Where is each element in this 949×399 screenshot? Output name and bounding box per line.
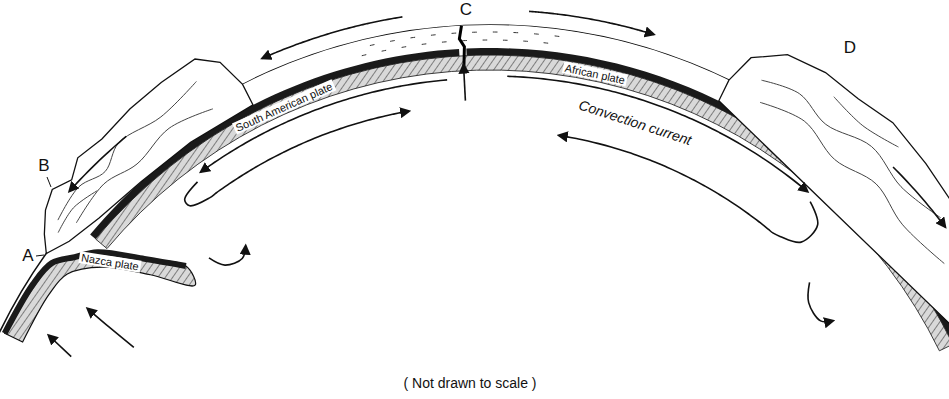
water-mark [410, 37, 415, 39]
water-mark [422, 43, 427, 45]
water-mark [390, 40, 395, 42]
water-mark [362, 55, 366, 56]
motion-arrow [49, 335, 72, 356]
caption: ( Not drawn to scale ) [403, 376, 536, 391]
continent [44, 59, 253, 253]
plate-name: Nazca plate [78, 251, 141, 273]
water-mark [513, 32, 518, 33]
motion-arrow [201, 80, 447, 172]
water-mark [462, 40, 467, 41]
water-mark [370, 45, 375, 46]
point-letter: D [844, 39, 856, 58]
plate-name: African plate [562, 61, 628, 86]
water-mark [493, 32, 498, 33]
water-mark [442, 41, 447, 42]
motion-arrow [185, 111, 409, 206]
rock-texture [58, 191, 97, 233]
water-mark [483, 40, 488, 41]
leader-line [47, 177, 51, 187]
ridge-crack [459, 26, 464, 71]
earth-surface [0, 25, 949, 399]
motion-arrow [209, 246, 246, 265]
point-letter: C [460, 1, 472, 20]
water-mark [544, 42, 549, 43]
plate-name: South American plate [232, 79, 336, 134]
motion-arrow [893, 167, 945, 227]
rock-texture [761, 80, 940, 218]
motion-arrow [87, 309, 133, 348]
motion-arrow [559, 135, 818, 242]
motion-arrow [262, 17, 402, 59]
motion-arrow [529, 11, 654, 34]
motion-arrow [464, 65, 466, 101]
water-mark [523, 41, 528, 42]
motion-arrow [808, 282, 833, 321]
subducting-plate [5, 252, 196, 342]
water-mark [534, 33, 539, 34]
rock-texture [58, 81, 197, 220]
point-letter: B [38, 157, 49, 176]
water-mark [452, 33, 457, 34]
leader-line [36, 255, 44, 256]
water-mark [472, 32, 477, 33]
continent [719, 55, 949, 325]
water-mark [555, 35, 560, 37]
rock-texture [834, 97, 899, 147]
water-mark [431, 34, 436, 35]
motion-arrow [69, 136, 126, 191]
point-letter: A [22, 247, 33, 266]
motion-arrow [507, 76, 807, 191]
current-label: Convection current [575, 97, 695, 149]
water-mark [382, 50, 387, 52]
water-mark [402, 46, 407, 48]
water-mark [503, 40, 508, 41]
